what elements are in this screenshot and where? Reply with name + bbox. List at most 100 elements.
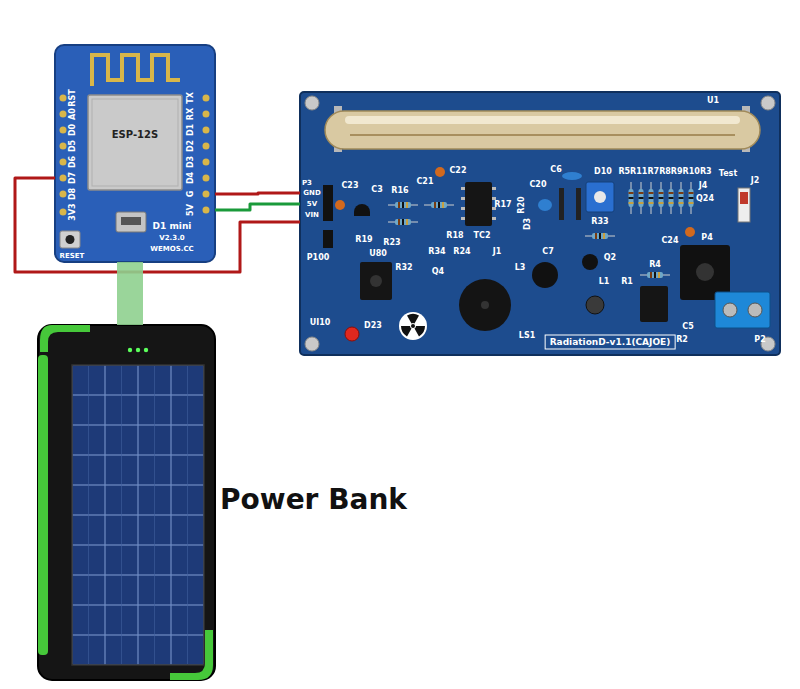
part-label: C21 [416, 178, 433, 186]
reset-button [60, 231, 80, 248]
part-label: UI10 [310, 319, 331, 327]
film-capacitor [538, 199, 552, 211]
pad [60, 111, 67, 118]
electrolytic-capacitor [586, 296, 604, 314]
part-label: L1 [599, 278, 610, 286]
diode [576, 188, 581, 220]
header-pads [60, 95, 210, 216]
part-label: J2 [751, 177, 760, 185]
silkscreen-label: WEMOS.CC [150, 246, 193, 253]
leg [461, 197, 465, 200]
pin-label: D6 [69, 156, 77, 168]
part-label: R1 [621, 278, 633, 286]
silkscreen-label: V2.3.0 [159, 235, 184, 242]
board-name: RadiationD-v1.1(CAJOE) [545, 335, 676, 350]
pin-label: D2 [187, 140, 195, 152]
terminal-screw [723, 303, 737, 317]
ceramic-capacitor [685, 227, 695, 237]
part-label: R34 [428, 248, 445, 256]
trefoil-blade [401, 326, 412, 336]
part-label: C7 [542, 248, 553, 256]
resistor [649, 182, 654, 214]
resistor [679, 182, 684, 214]
resistor [424, 202, 454, 208]
status-led [136, 348, 140, 352]
pin-label: RX [187, 108, 195, 120]
resistor [669, 182, 674, 214]
part-label: C22 [449, 167, 466, 175]
ic-chip [640, 286, 668, 322]
leg [461, 207, 465, 210]
esp-module-shield [88, 95, 182, 190]
pad [60, 209, 67, 216]
part-label: D10 [594, 168, 612, 176]
pad [203, 159, 210, 166]
d1-mini-board: D1 mini [55, 45, 215, 262]
silkscreen-label: RESET [60, 253, 85, 260]
pad [203, 95, 210, 102]
pad [203, 127, 210, 134]
part-label: C20 [529, 181, 546, 189]
leg [492, 187, 496, 190]
pad [203, 175, 210, 182]
part-label: Q24 [696, 195, 714, 203]
pin-header [323, 230, 333, 248]
geiger-tube [325, 111, 760, 149]
part-label: R32 [395, 264, 412, 272]
pin-header [323, 185, 333, 221]
pin-label: TX [187, 92, 195, 104]
leg [492, 217, 496, 220]
pin-label: D5 [69, 140, 77, 152]
mount-screw [761, 96, 775, 110]
part-label: TC2 [474, 232, 491, 240]
part-label: R17 [494, 201, 511, 209]
geiger-counter-board: RadiationD-v1.1(CAJOE) [300, 92, 780, 355]
part-label: R5R11R7R8R9R10R3 [618, 168, 711, 176]
gnd-wire [215, 193, 300, 194]
audio-jack [360, 262, 392, 300]
usb-slot [121, 217, 141, 225]
mount-screw [305, 96, 319, 110]
pad [60, 191, 67, 198]
part-label: C5 [682, 323, 693, 331]
pin-label: 3V3 [69, 203, 77, 220]
part-label: R16 [391, 187, 408, 195]
pin-label: 5V [187, 204, 195, 216]
leg [492, 197, 496, 200]
part-label: Test [719, 170, 737, 178]
power-bank-body [38, 325, 215, 680]
part-label: R18 [446, 232, 463, 240]
part-label: R19 [355, 236, 372, 244]
part-label: P2 [754, 336, 765, 344]
part-label: R23 [383, 239, 400, 247]
shield-edge [92, 99, 178, 186]
status-led [128, 348, 132, 352]
resistor [689, 182, 694, 214]
usb-connector [116, 212, 146, 232]
led [345, 327, 359, 341]
tube-highlight [345, 116, 740, 124]
inductor [532, 262, 558, 288]
pad [203, 143, 210, 150]
power-bank: Power Bank [38, 325, 215, 680]
resistor [388, 202, 418, 208]
pin-label: D0 [69, 124, 77, 136]
part-label: J4 [699, 182, 708, 190]
resistor [640, 272, 670, 278]
jack-hole [696, 263, 714, 281]
part-label: R33 [591, 218, 608, 226]
tube-anode [350, 134, 735, 136]
button-cap [66, 235, 75, 244]
part-label: LS1 [519, 332, 535, 340]
pad [60, 143, 67, 150]
part-label: D23 [364, 322, 382, 330]
potentiometer [586, 182, 614, 212]
part-label: P4 [701, 234, 712, 242]
resistor [639, 182, 644, 214]
buzzer-hole [481, 301, 489, 309]
pin-label: 5V [307, 201, 317, 208]
board-name: D1 mini [153, 222, 192, 231]
